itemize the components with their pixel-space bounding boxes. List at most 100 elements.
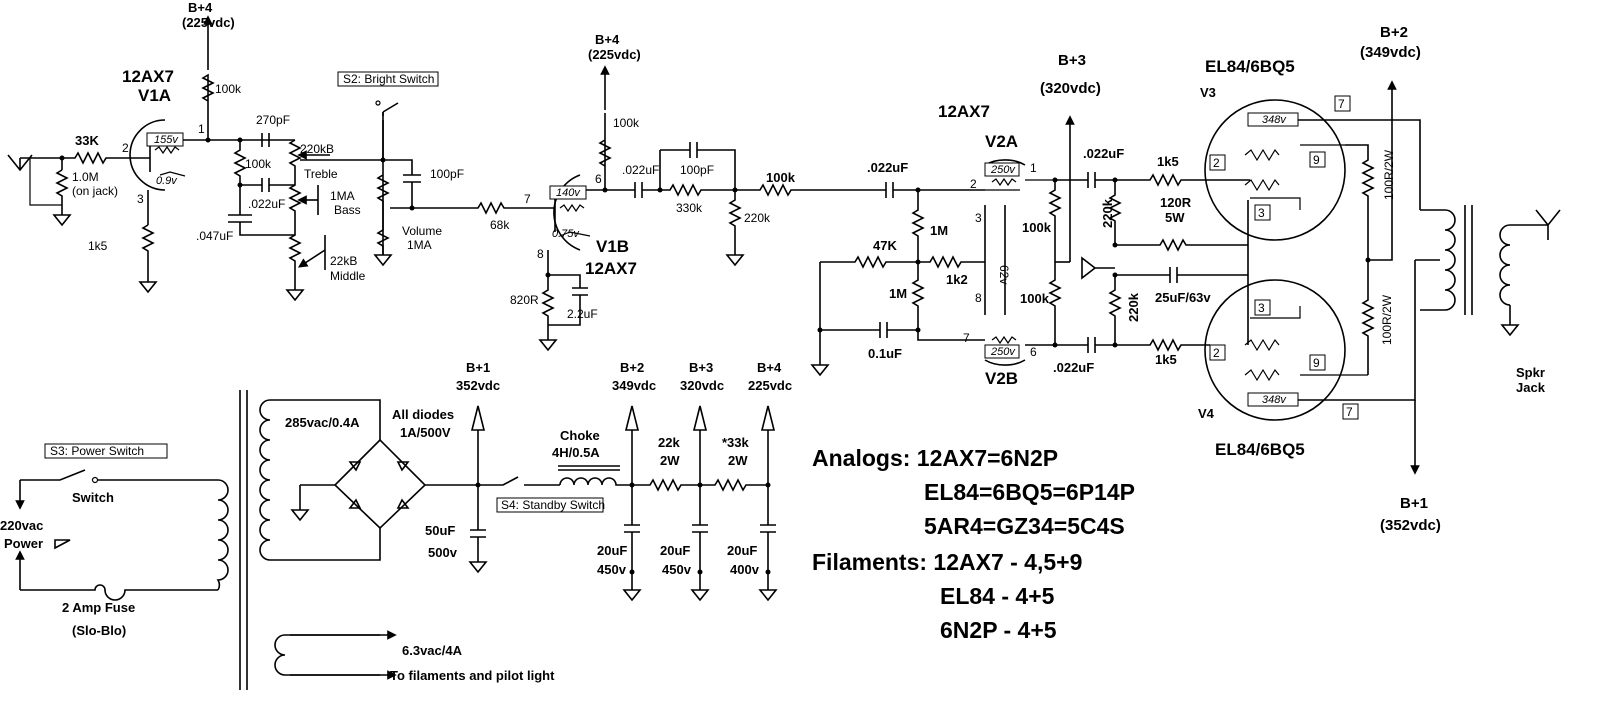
screen-bplus-voltage: (349vdc) — [1360, 44, 1421, 61]
choke-label: Choke — [560, 428, 600, 443]
bright-switch-label: S2: Bright Switch — [343, 72, 434, 86]
dropping-resistor-2-watt: 2W — [728, 453, 748, 468]
screen-bplus-label: B+2 — [1380, 24, 1408, 41]
v1a-pin2: 2 — [122, 141, 129, 155]
output-coupling: .022uF .022uF 220k 220k 1k5 1k5 120R 5W … — [1053, 146, 1248, 375]
v1b-plate-resistor-label: 100k — [613, 116, 640, 130]
v4-pin3: 3 — [1258, 301, 1265, 315]
filter-cap-3-voltage: 400v — [730, 562, 760, 577]
volume-section: S2: Bright Switch 100pF Volume 1MA 68k — [300, 71, 530, 267]
tone-bass-cap-label: .022uF — [248, 197, 285, 211]
v4-pin7: 7 — [1346, 405, 1353, 419]
filament-desc-label: To filaments and pilot light — [390, 668, 555, 683]
v2b-grid-cap-label: 0.1uF — [868, 346, 902, 361]
v2a-pin1: 1 — [1030, 161, 1037, 175]
v1b-bypass-cap-label: 100pF — [680, 163, 714, 177]
v1b-name: V1B — [596, 237, 629, 256]
pi-bplus-label: B+3 — [1058, 52, 1086, 69]
v3-name: V3 — [1200, 85, 1216, 100]
v1a-name: V1A — [138, 86, 171, 105]
filaments-line-1: Filaments: 12AX7 - 4,5+9 — [812, 549, 1082, 575]
tone-slope-resistor-label: 100k — [245, 157, 272, 171]
pi-feed-resistor-label: 100k — [766, 170, 796, 185]
cathode-resistor-watt: 5W — [1165, 210, 1185, 225]
fuse-label: 2 Amp Fuse — [62, 600, 135, 615]
v2b-plate-resistor-label: 100k — [1020, 291, 1050, 306]
filter-cap-1-voltage: 450v — [597, 562, 627, 577]
v1b-cathode-voltage: 0.75v — [552, 228, 580, 240]
v1b-coupling-cap-label: .022uF — [622, 163, 659, 177]
mains-power-label: Power — [4, 536, 43, 551]
diodes-rating-label: 1A/500V — [400, 425, 451, 440]
tone-mid-cap-label: .047uF — [196, 229, 233, 243]
v4-plate-voltage: 348v — [1262, 394, 1287, 406]
bass-label: Bass — [334, 203, 361, 217]
v3-screen-resistor-label: 100R/2W — [1382, 149, 1396, 200]
choke-rating-label: 4H/0.5A — [552, 445, 600, 460]
v4-grid-resistor-label: 220k — [1126, 292, 1141, 322]
v1b-cathode-resistor-label: 820R — [510, 293, 539, 307]
v3-grid-stopper-label: 1k5 — [1157, 154, 1179, 169]
bright-cap-label-2: 100pF — [430, 167, 464, 181]
ps-b4-label: B+4 — [757, 360, 782, 375]
ps-b2-voltage: 349vdc — [612, 378, 656, 393]
volume-label: Volume — [402, 224, 442, 238]
tail-resistor-label: 1k2 — [946, 272, 968, 287]
v2a-pin2: 2 — [970, 177, 977, 191]
reservoir-cap-label: 50uF — [425, 523, 455, 538]
v1b-grid-resistor-label: 68k — [490, 218, 510, 232]
v1b-stage: 140v 0.75v B+4 (225vdc) 100k 7 6 8 V1B 1… — [510, 32, 641, 352]
ot-bplus-label: B+1 — [1400, 495, 1428, 512]
v3-coupling-cap-label: .022uF — [1083, 146, 1124, 161]
input-grid-resistor-label: 1.0M — [72, 170, 99, 184]
fuse-type-label: (Slo-Blo) — [72, 623, 126, 638]
v3-type: EL84/6BQ5 — [1205, 57, 1295, 76]
v1b-divider-shunt-label: 220k — [744, 211, 771, 225]
v3-pin2: 2 — [1213, 156, 1220, 170]
power-switch-label: S3: Power Switch — [50, 444, 144, 458]
analogs-line-2: EL84=6BQ5=6P14P — [924, 479, 1135, 505]
analogs-line-3: 5AR4=GZ34=5C4S — [924, 513, 1125, 539]
v1b-bplus-voltage: (225vdc) — [588, 47, 641, 62]
v3-pin3: 3 — [1258, 206, 1265, 220]
treble-pot-value: 220kB — [300, 142, 334, 156]
v4-type: EL84/6BQ5 — [1215, 440, 1305, 459]
dropping-resistor-1-watt: 2W — [660, 453, 680, 468]
output-transformer: Spkr Jack B+1 (352vdc) — [1380, 205, 1561, 534]
filter-cap-1-label: 20uF — [597, 543, 627, 558]
ps-b4-voltage: 225vdc — [748, 378, 792, 393]
power-tubes: EL84/6BQ5 V3 348v 7 2 9 3 3 2 9 348v 7 V… — [1198, 24, 1421, 459]
tube-notes: Analogs: 12AX7=6N2P EL84=6BQ5=6P14P 5AR4… — [812, 445, 1135, 643]
v2b-pin8: 8 — [975, 291, 982, 305]
pi-bplus-voltage: (320vdc) — [1040, 80, 1101, 97]
v1b-pin6: 6 — [595, 172, 602, 186]
filter-cap-3-label: 20uF — [727, 543, 757, 558]
hv-secondary-label: 285vac/0.4A — [285, 415, 360, 430]
speaker-label: Spkr — [1516, 365, 1545, 380]
v4-pin9: 9 — [1313, 356, 1320, 370]
dropping-resistor-1-label: 22k — [658, 435, 680, 450]
v1b-type: 12AX7 — [585, 259, 637, 278]
bass-pot-value: 1MA — [330, 189, 355, 203]
v2a-pin3: 3 — [975, 211, 982, 225]
bright-cap-label: 270pF — [256, 113, 290, 127]
v1a-type: 12AX7 — [122, 67, 174, 86]
cathode-resistor-label: 120R — [1160, 195, 1192, 210]
v1b-pin7: 7 — [524, 192, 531, 206]
v1a-plate-resistor-label: 100k — [215, 82, 242, 96]
v2b-name: V2B — [985, 369, 1018, 388]
v4-pin2: 2 — [1213, 346, 1220, 360]
dropping-resistor-2-label: *33k — [722, 435, 750, 450]
v1b-plate-voltage: 140v — [556, 187, 581, 199]
v1b-output-network: .022uF 100pF 330k 220k 100k — [605, 142, 880, 267]
v2a-plate-voltage: 250v — [990, 164, 1016, 176]
v3-pin9: 9 — [1313, 153, 1320, 167]
v1b-pin8: 8 — [537, 247, 544, 261]
ps-b3-voltage: 320vdc — [680, 378, 724, 393]
v1a-bplus-voltage: (225vdc) — [182, 15, 235, 30]
cathode-cap-label: 25uF/63v — [1155, 290, 1211, 305]
v2b-pin6: 6 — [1030, 345, 1037, 359]
v2a-grid-resistor-label: 1M — [930, 223, 948, 238]
v4-name: V4 — [1198, 406, 1215, 421]
